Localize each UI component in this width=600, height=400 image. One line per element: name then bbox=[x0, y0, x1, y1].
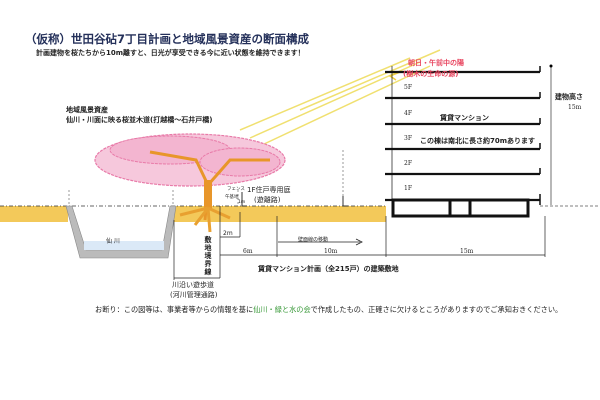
floor-2f: 2F bbox=[404, 160, 412, 167]
building bbox=[385, 66, 541, 218]
page-title: （仮称）世田谷砧7丁目計画と地域風景資産の断面構成 bbox=[25, 32, 309, 46]
cherry-tree bbox=[94, 133, 286, 233]
arrow-right-icon bbox=[355, 238, 363, 246]
dim-6m: 6m bbox=[243, 248, 253, 255]
garden-sub: (遊離路) bbox=[254, 196, 281, 204]
fence-2 bbox=[342, 196, 348, 207]
footnote-after: で作成したもの、正確さに欠けるところがありますのでご承知おきください。 bbox=[310, 305, 563, 314]
footnote-before: お断り：この図等は、事業者等からの情報を基に bbox=[95, 305, 254, 314]
promenade-label: 川沿い遊歩道 bbox=[172, 281, 214, 289]
floor-1f: 1F bbox=[404, 185, 412, 192]
dim-10m: 10m bbox=[324, 248, 338, 255]
sun-arrow-icon bbox=[388, 71, 401, 81]
floor-3f: 3F bbox=[404, 135, 412, 142]
heritage-name: 仙川・川面に映る桜並木道(打越橋～石井戸橋) bbox=[66, 116, 213, 124]
boundary-label: 敷地境界線 bbox=[204, 236, 212, 276]
river-label: 仙 川 bbox=[106, 238, 120, 245]
building-note: この棟は南北に長さ約70mあります bbox=[420, 137, 536, 145]
ground-left bbox=[0, 206, 68, 222]
subtitle: 計画建物を桜たちから10m離すと、日光が享受できる今に近い状態を維持できます！ bbox=[36, 49, 305, 57]
footnote: お断り：この図等は、事業者等からの情報を基に仙川・緑と水の会で作成したもの、正確… bbox=[95, 305, 562, 315]
sun-label-2: (樹木の生命の源) bbox=[403, 70, 459, 78]
floor-5f: 5F bbox=[404, 84, 412, 91]
wall-move-label: 壁面線の移動 bbox=[298, 237, 329, 243]
garden-label: 1F住戸専用庭 bbox=[247, 186, 291, 194]
river-channel bbox=[65, 205, 177, 259]
footnote-org: 仙川・緑と水の会 bbox=[253, 305, 311, 314]
fence-label: フェンス bbox=[227, 187, 245, 192]
sun-label: 朝日・午前中の陽 bbox=[408, 59, 464, 67]
height-label: 建物高さ bbox=[555, 93, 583, 101]
building-name: 賃貸マンション bbox=[440, 114, 489, 122]
dim-2m: 2m bbox=[223, 230, 233, 237]
promenade-sub: (河川管理通路) bbox=[170, 291, 218, 299]
floor-4f: 4F bbox=[404, 110, 412, 117]
river-water bbox=[84, 241, 164, 250]
site-label: 賃貸マンション計画（全215戸）の建築敷地 bbox=[258, 265, 399, 273]
dim-1m: 1m bbox=[238, 200, 246, 205]
ground-right bbox=[170, 206, 386, 222]
dim-15m: 15m bbox=[460, 248, 474, 255]
heritage-label: 地域風景資産 bbox=[66, 106, 108, 114]
fence bbox=[241, 192, 247, 207]
height-value: 15m bbox=[568, 104, 582, 111]
fence-height: 午基地 bbox=[225, 195, 239, 200]
